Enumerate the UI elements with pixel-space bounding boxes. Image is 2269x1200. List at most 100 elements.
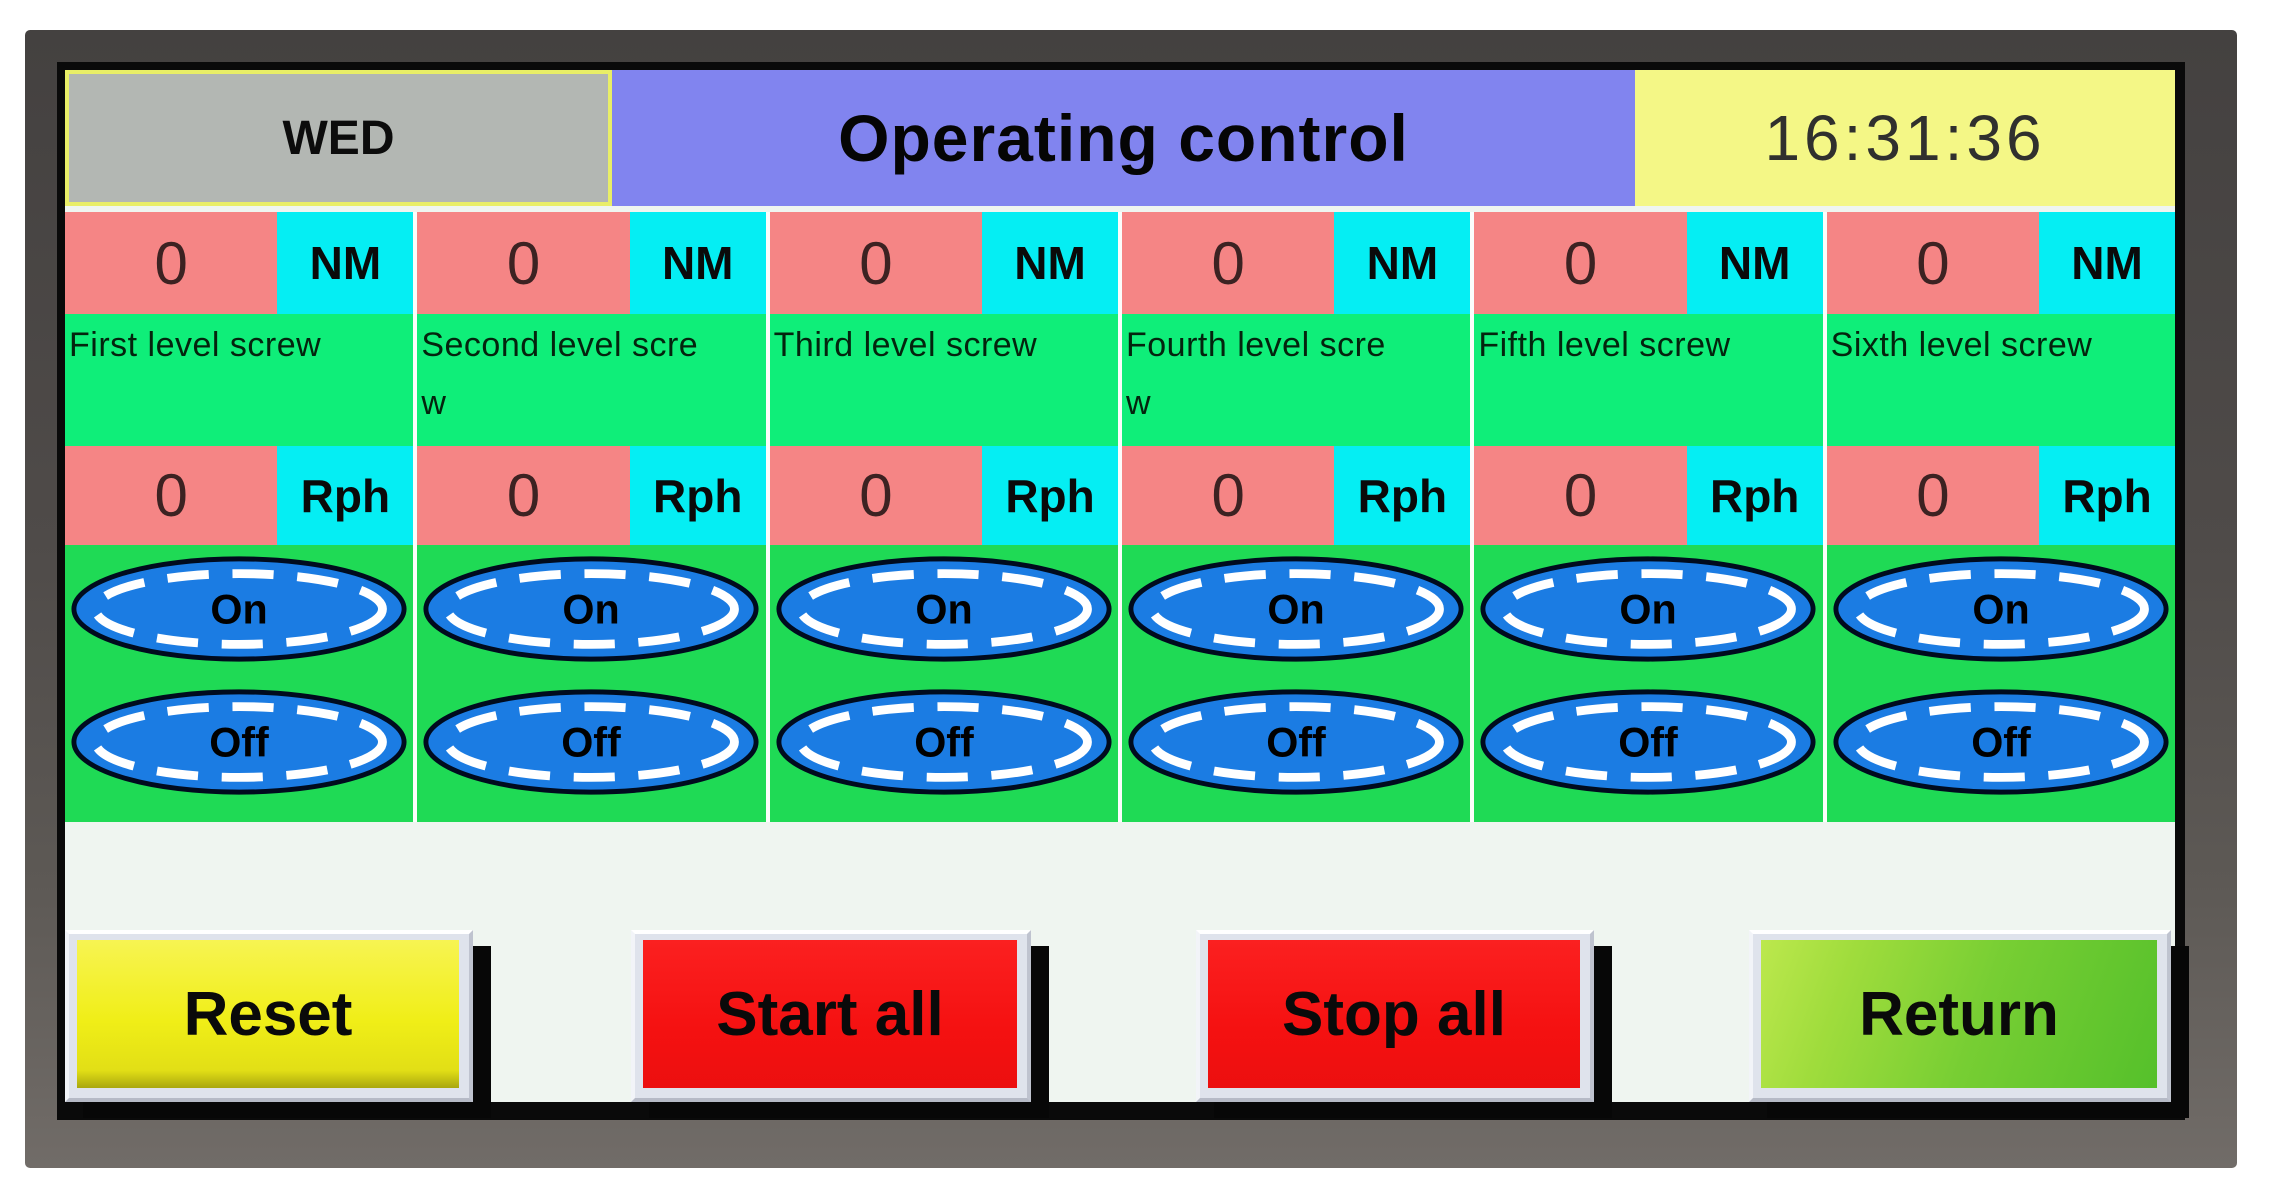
onoff-band: On Off bbox=[1121, 545, 1471, 822]
torque-value-display: 0 bbox=[65, 212, 278, 314]
on-button-label: On bbox=[915, 587, 972, 633]
speed-row: 0 Rph bbox=[1826, 446, 2175, 545]
torque-unit-label: NM bbox=[1334, 212, 1471, 314]
torque-value-display: 0 bbox=[769, 212, 983, 314]
off-button-label: Off bbox=[914, 720, 974, 766]
clock-label: 16:31:36 bbox=[1764, 102, 2046, 174]
oval-button-shape: Off bbox=[1833, 689, 2169, 795]
speed-unit-label: Rph bbox=[629, 446, 766, 545]
oval-button-shape: On bbox=[1128, 556, 1464, 662]
torque-value-display: 0 bbox=[1826, 212, 2040, 314]
torque-value-display: 0 bbox=[1121, 212, 1335, 314]
screw-column-2: 0 NM Second level screw 0 Rph On bbox=[417, 212, 770, 822]
screw-label: Third level screw bbox=[769, 314, 1118, 446]
speed-unit-label: Rph bbox=[982, 446, 1118, 545]
speed-unit-label: Rph bbox=[1686, 446, 1823, 545]
stop-all-button[interactable]: Stop all bbox=[1196, 930, 1594, 1102]
return-button[interactable]: Return bbox=[1749, 930, 2171, 1102]
screw-label: First level screw bbox=[65, 314, 414, 446]
screw-columns: 0 NM First level screw 0 Rph On bbox=[65, 212, 2175, 822]
on-button[interactable]: On bbox=[774, 555, 1114, 663]
on-button-label: On bbox=[210, 587, 267, 633]
off-button[interactable]: Off bbox=[1126, 688, 1466, 796]
onoff-band: On Off bbox=[769, 545, 1118, 822]
torque-row: 0 NM bbox=[1121, 212, 1471, 314]
header-bar: WED Operating control 16:31:36 bbox=[65, 70, 2175, 206]
off-button[interactable]: Off bbox=[421, 688, 761, 796]
speed-row: 0 Rph bbox=[769, 446, 1118, 545]
speed-row: 0 Rph bbox=[417, 446, 766, 545]
torque-row: 0 NM bbox=[65, 212, 414, 314]
screw-column-6: 0 NM Sixth level screw 0 Rph On bbox=[1826, 212, 2175, 822]
return-button-label: Return bbox=[1761, 940, 2157, 1088]
torque-unit-label: NM bbox=[629, 212, 766, 314]
screw-label: Sixth level screw bbox=[1826, 314, 2175, 446]
speed-unit-label: Rph bbox=[2039, 446, 2175, 545]
page-title-label: Operating control bbox=[838, 101, 1409, 175]
reset-button[interactable]: Reset bbox=[65, 930, 473, 1102]
onoff-band: On Off bbox=[1474, 545, 1823, 822]
oval-button-shape: On bbox=[1833, 556, 2169, 662]
oval-button-shape: On bbox=[776, 556, 1112, 662]
screw-column-4: 0 NM Fourth level screw 0 Rph On bbox=[1121, 212, 1475, 822]
speed-row: 0 Rph bbox=[1474, 446, 1823, 545]
oval-button-shape: Off bbox=[776, 689, 1112, 795]
on-button-label: On bbox=[563, 587, 620, 633]
speed-value-display: 0 bbox=[1826, 446, 2040, 545]
torque-value-display: 0 bbox=[417, 212, 630, 314]
on-button[interactable]: On bbox=[1126, 555, 1466, 663]
screw-label: Fifth level screw bbox=[1474, 314, 1823, 446]
day-label: WED bbox=[282, 111, 395, 165]
reset-button-label: Reset bbox=[77, 940, 459, 1088]
speed-value-display: 0 bbox=[769, 446, 983, 545]
hmi-panel: WED Operating control 16:31:36 0 NM Firs… bbox=[57, 62, 2185, 1120]
screw-column-5: 0 NM Fifth level screw 0 Rph On bbox=[1474, 212, 1827, 822]
off-button[interactable]: Off bbox=[69, 688, 409, 796]
off-button-label: Off bbox=[1971, 720, 2031, 766]
on-button-label: On bbox=[1972, 587, 2029, 633]
oval-button-shape: Off bbox=[423, 689, 760, 795]
torque-row: 0 NM bbox=[1474, 212, 1823, 314]
device-bezel: WED Operating control 16:31:36 0 NM Firs… bbox=[25, 30, 2237, 1168]
onoff-band: On Off bbox=[417, 545, 766, 822]
off-button[interactable]: Off bbox=[1831, 688, 2171, 796]
off-button-label: Off bbox=[1619, 720, 1679, 766]
off-button-label: Off bbox=[562, 720, 622, 766]
onoff-band: On Off bbox=[1826, 545, 2175, 822]
torque-unit-label: NM bbox=[1686, 212, 1823, 314]
off-button-label: Off bbox=[209, 720, 269, 766]
start-all-button[interactable]: Start all bbox=[631, 930, 1031, 1102]
screw-column-3: 0 NM Third level screw 0 Rph On bbox=[769, 212, 1122, 822]
torque-unit-label: NM bbox=[982, 212, 1118, 314]
torque-unit-label: NM bbox=[277, 212, 414, 314]
off-button[interactable]: Off bbox=[1478, 688, 1818, 796]
oval-button-shape: Off bbox=[71, 689, 407, 795]
on-button[interactable]: On bbox=[69, 555, 409, 663]
off-button[interactable]: Off bbox=[774, 688, 1114, 796]
screw-label: Fourth level screw bbox=[1121, 314, 1471, 446]
speed-row: 0 Rph bbox=[65, 446, 414, 545]
speed-unit-label: Rph bbox=[277, 446, 414, 545]
off-button-label: Off bbox=[1266, 720, 1326, 766]
stop-all-button-label: Stop all bbox=[1208, 940, 1580, 1088]
on-button-label: On bbox=[1620, 587, 1677, 633]
oval-button-shape: On bbox=[1480, 556, 1817, 662]
oval-button-shape: On bbox=[71, 556, 407, 662]
torque-unit-label: NM bbox=[2039, 212, 2175, 314]
torque-row: 0 NM bbox=[769, 212, 1118, 314]
screw-column-1: 0 NM First level screw 0 Rph On bbox=[65, 212, 418, 822]
start-all-button-label: Start all bbox=[643, 940, 1017, 1088]
torque-value-display: 0 bbox=[1474, 212, 1687, 314]
clock-display: 16:31:36 bbox=[1635, 70, 2175, 206]
speed-unit-label: Rph bbox=[1334, 446, 1471, 545]
speed-value-display: 0 bbox=[65, 446, 278, 545]
on-button[interactable]: On bbox=[1831, 555, 2171, 663]
on-button[interactable]: On bbox=[1478, 555, 1818, 663]
oval-button-shape: Off bbox=[1128, 689, 1464, 795]
speed-value-display: 0 bbox=[417, 446, 630, 545]
speed-value-display: 0 bbox=[1121, 446, 1335, 545]
on-button-label: On bbox=[1267, 587, 1324, 633]
hmi-screen: WED Operating control 16:31:36 0 NM Firs… bbox=[65, 70, 2175, 1102]
speed-value-display: 0 bbox=[1474, 446, 1687, 545]
on-button[interactable]: On bbox=[421, 555, 761, 663]
